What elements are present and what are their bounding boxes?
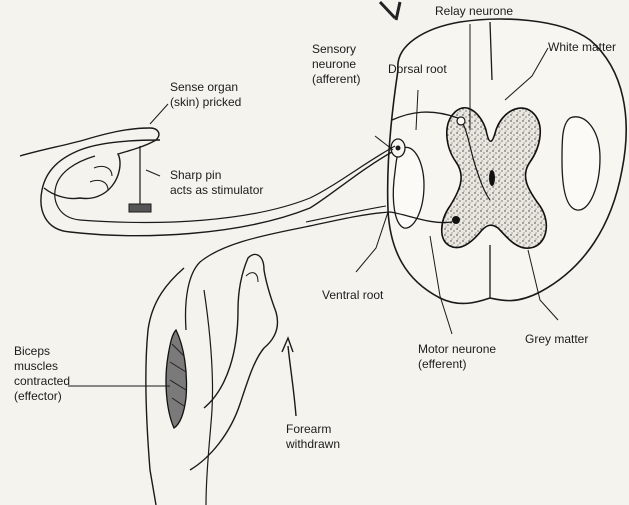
- label-grey-matter: Grey matter: [525, 332, 588, 347]
- thumb-detail: [246, 273, 258, 282]
- label-ventral-root: Ventral root: [322, 288, 383, 303]
- label-line: Sharp pin: [170, 168, 263, 183]
- label-line: acts as stimulator: [170, 183, 263, 198]
- leader-ventral-root: [356, 212, 388, 272]
- pin-head: [129, 204, 151, 212]
- label-line: Motor neurone: [418, 342, 496, 357]
- label-line: (afferent): [312, 72, 360, 87]
- label-line: (effector): [14, 389, 70, 404]
- label-sense-organ: Sense organ (skin) pricked: [170, 80, 241, 110]
- relay-neurone-body: [457, 117, 465, 125]
- ganglion-cell-body: [396, 146, 401, 151]
- leader-sense-organ: [150, 104, 168, 124]
- inner-arm-outline: [204, 290, 213, 505]
- label-line: contracted: [14, 374, 70, 389]
- central-canal: [489, 170, 495, 186]
- finger-knuckles: [90, 166, 112, 190]
- label-line: Sensory: [312, 42, 360, 57]
- label-line: Biceps: [14, 344, 70, 359]
- label-line: withdrawn: [286, 437, 340, 452]
- label-line: muscles: [14, 359, 70, 374]
- label-line: Forearm: [286, 422, 340, 437]
- hand-drawing: [20, 128, 159, 199]
- label-biceps: Biceps muscles contracted (effector): [14, 344, 70, 404]
- label-white-matter: White matter: [548, 40, 616, 55]
- movement-arrow-line: [288, 346, 296, 416]
- label-relay-neurone: Relay neurone: [435, 4, 513, 19]
- label-line: (efferent): [418, 357, 496, 372]
- label-line: Sense organ: [170, 80, 241, 95]
- label-line: (skin) pricked: [170, 95, 241, 110]
- label-dorsal-root: Dorsal root: [388, 62, 447, 77]
- biceps-muscle: [166, 330, 187, 428]
- leader-pin: [146, 170, 160, 176]
- forearm-outline: [190, 254, 278, 470]
- movement-arrow-head: [282, 338, 293, 352]
- motor-neurone-body: [452, 216, 460, 224]
- label-line: neurone: [312, 57, 360, 72]
- label-motor-neurone: Motor neurone (efferent): [418, 342, 496, 372]
- label-sharp-pin: Sharp pin acts as stimulator: [170, 168, 263, 198]
- top-fragment: [380, 2, 400, 20]
- label-forearm: Forearm withdrawn: [286, 422, 340, 452]
- label-sensory-neurone: Sensory neurone (afferent): [312, 42, 360, 87]
